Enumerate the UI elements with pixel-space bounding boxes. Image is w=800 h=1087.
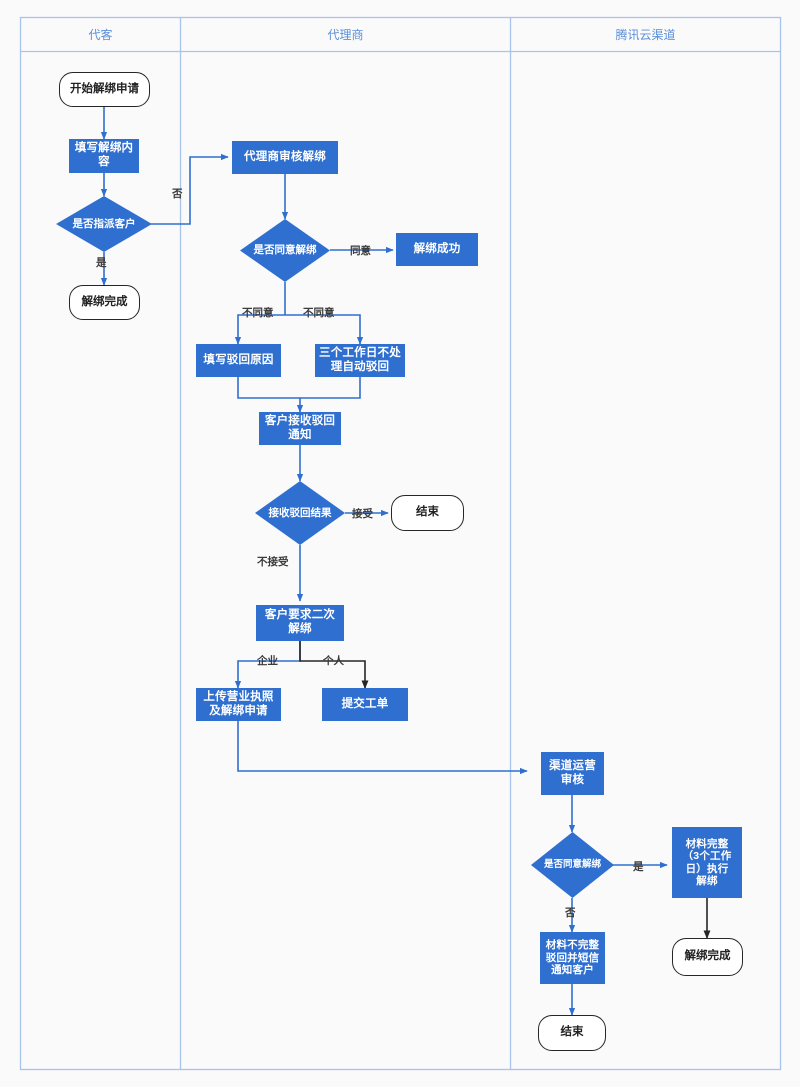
edge-label-enterprise: 企业 [257,655,278,667]
edge-n13-n15 [299,641,369,690]
node-label: 是否同意解绑 [253,244,317,257]
edge-label-individual: 个人 [323,655,344,667]
node-unbind-complete-channel[interactable]: 解绑完成 [672,938,743,976]
swimlane-frame [19,16,782,1071]
edge-label-disagree-left: 不同意 [242,307,274,319]
edge-label-not-accept: 不接受 [257,556,289,568]
node-decision-channel-agree-unbind[interactable]: 是否同意解绑 [531,832,614,898]
edge-label-agree: 同意 [350,245,371,257]
edge-n14-n16 [237,721,528,775]
node-unbind-success[interactable]: 解绑成功 [396,233,478,266]
diamond-shape [531,832,614,898]
edge-n8-n10 [237,377,304,413]
lane-header-customer: 代客 [21,18,180,51]
edge-n6-n9 [285,314,364,345]
node-agent-review-unbind[interactable]: 代理商审核解绑 [232,141,338,174]
node-auto-reject-three-days[interactable]: 三个工作日不处 理自动驳回 [315,344,405,377]
edge-label-no-assign: 否 [172,188,183,200]
node-label: 接收驳回结果 [268,506,332,519]
diamond-shape [240,219,330,282]
edge-label-accept: 接受 [352,508,373,520]
node-fill-reject-reason[interactable]: 填写驳回原因 [196,344,281,377]
node-start-unbind-request[interactable]: 开始解绑申请 [59,72,150,107]
edge-label-no-channel: 否 [565,907,576,919]
node-customer-request-second-unbind[interactable]: 客户要求二次 解绑 [256,605,344,641]
node-decision-receive-reject-result[interactable]: 接收驳回结果 [255,481,345,545]
edge-label-yes-assign: 是 [96,257,107,269]
node-channel-operation-review[interactable]: 渠道运营 审核 [541,752,604,795]
edge-n9-n10 [300,377,361,399]
node-end-agent[interactable]: 结束 [391,495,464,531]
node-decision-agree-unbind[interactable]: 是否同意解绑 [240,219,330,282]
node-label: 是否指派客户 [72,217,136,230]
node-submit-ticket[interactable]: 提交工单 [322,688,408,721]
edge-label-yes-channel: 是 [633,861,644,873]
lane-title-agent: 代理商 [327,28,364,42]
lane-title-channel: 腾讯云渠道 [615,28,676,42]
edge-label-disagree-right: 不同意 [303,307,335,319]
node-customer-receive-reject-notice[interactable]: 客户接收驳回 通知 [259,412,341,445]
lane-title-customer: 代客 [88,28,113,42]
diamond-shape [255,481,345,545]
lane-header-channel: 腾讯云渠道 [511,18,780,51]
diamond-shape [56,196,152,252]
lane-header-agent: 代理商 [181,18,510,51]
node-end-channel[interactable]: 结束 [538,1015,606,1051]
node-decision-assign-customer[interactable]: 是否指派客户 [56,196,152,252]
node-fill-unbind-content[interactable]: 填写解绑内容 [69,139,139,173]
node-unbind-complete-customer[interactable]: 解绑完成 [69,285,140,320]
node-upload-license-and-application[interactable]: 上传营业执照 及解绑申请 [196,688,281,721]
node-label: 是否同意解绑 [543,858,601,870]
node-materials-complete-execute-unbind[interactable]: 材料完整 （3个工作 日）执行 解绑 [672,827,742,898]
edge-n6-n8 [234,314,285,345]
edge-n3-n5 [151,153,229,225]
node-materials-incomplete-reject-sms[interactable]: 材料不完整 驳回并短信 通知客户 [540,932,605,984]
